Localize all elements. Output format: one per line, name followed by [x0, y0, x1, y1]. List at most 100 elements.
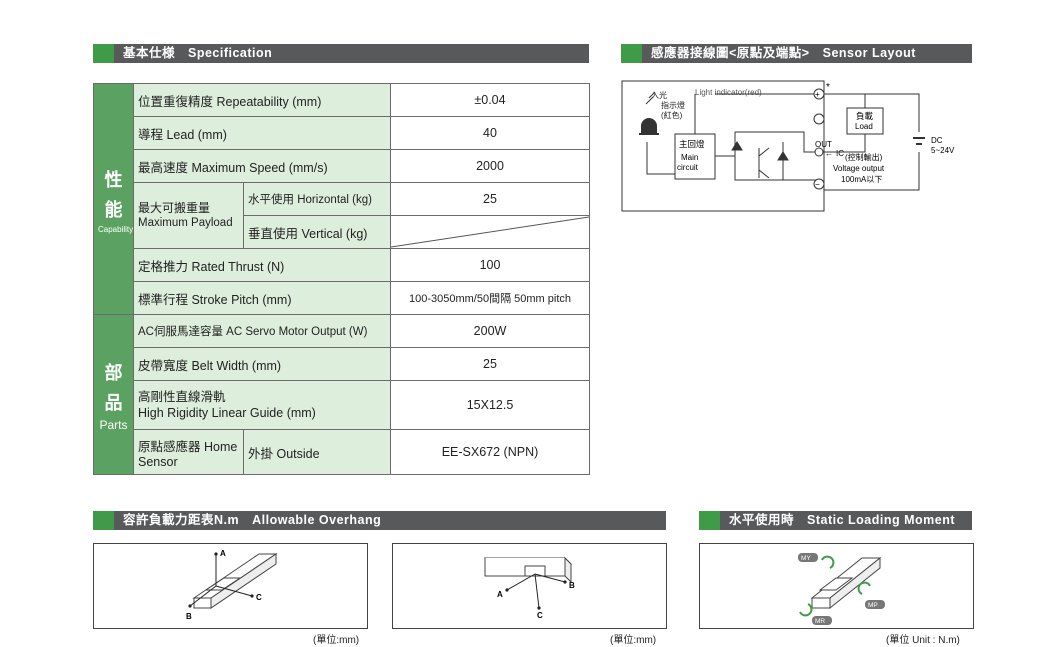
max-speed-label: 最高速度 Maximum Speed (mm/s): [133, 149, 391, 183]
stroke-label: 標準行程 Stroke Pitch (mm): [133, 281, 391, 315]
table-row: 原點感應器 Home Sensor 外掛 Outside EE-SX672 (N…: [94, 429, 590, 475]
overhang-diagram-2: A B C: [392, 543, 667, 629]
parts-zh-1: 部: [104, 362, 123, 383]
payload-vertical-value: [390, 215, 590, 249]
payload-vertical-label: 垂直使用 Vertical (kg): [243, 215, 391, 249]
table-row: 導程 Lead (mm) 40: [94, 116, 590, 150]
header-marker: [93, 511, 114, 530]
dc-text: DC: [931, 136, 943, 145]
motor-label: AC伺服馬達容量 AC Servo Motor Output (W): [133, 314, 391, 348]
led-icon: [639, 118, 659, 135]
thrust-value: 100: [390, 248, 590, 282]
payload-horizontal-label: 水平使用 Horizontal (kg): [243, 182, 391, 216]
guide-label-zh: 高剛性直線滑軌: [138, 390, 226, 404]
voltage-output-text: Voltage output: [833, 164, 885, 173]
payload-label: 最大可搬重量 Maximum Payload: [133, 182, 244, 249]
max-speed-value: 2000: [390, 149, 590, 183]
repeatability-label: 位置重復精度 Repeatability (mm): [133, 83, 391, 117]
guide-label-en: High Rigidity Linear Guide (mm): [138, 406, 316, 420]
parts-en: Parts: [99, 417, 128, 432]
slider-diagram-wall: A B C: [483, 556, 575, 620]
lead-label: 導程 Lead (mm): [133, 116, 391, 150]
control-out-text: (控制輸出): [845, 152, 883, 162]
guide-label: 高剛性直線滑軌 High Rigidity Linear Guide (mm): [133, 380, 391, 430]
home-sensor-label: 原點感應器 Home Sensor: [133, 429, 244, 475]
static-header-title: 水平使用時 Static Loading Moment: [729, 513, 956, 527]
table-row: 標準行程 Stroke Pitch (mm) 100-3050mm/50間隔 5…: [94, 281, 590, 315]
table-row: 垂直使用 Vertical (kg): [94, 215, 590, 249]
parts-side-label: 部 品 Parts: [93, 314, 134, 475]
label-mp: MP: [868, 602, 878, 609]
static-moment-diagram: MY MP MR: [699, 543, 974, 629]
table-row: 最大可搬重量 Maximum Payload 水平使用 Horizontal (…: [94, 182, 590, 249]
main-en1-text: Main: [681, 153, 698, 162]
sensor-wiring-diagram: Light indicator(red) 入光 指示燈 (紅色) 主回燈 Mai…: [621, 80, 955, 212]
load-zh-text: 負載: [856, 111, 874, 121]
spec-header-title: 基本仕様 Specification: [123, 46, 273, 60]
home-sensor-sub: 外掛 Outside: [243, 429, 391, 475]
home-sensor-value: EE-SX672 (NPN): [390, 429, 590, 475]
parts-zh-2: 品: [104, 392, 123, 413]
sensor-header: 感應器接線圖<原點及端點> Sensor Layout: [621, 44, 972, 63]
red-zh-text: (紅色): [661, 110, 683, 120]
label-c: C: [256, 593, 262, 602]
dc-range-text: 5~24V: [931, 146, 955, 155]
capability-side-label: 性 能 Capability: [93, 83, 134, 315]
ic-arrow-text: ←: [825, 149, 833, 158]
overhang-diagram-1: A B C: [93, 543, 368, 629]
capability-zh-2: 能: [104, 199, 123, 220]
unit-label-1: (單位:mm): [313, 635, 360, 646]
indicator-zh-text: 指示燈: [661, 100, 685, 110]
overhang-header-title: 容許負載力距表N.m Allowable Overhang: [123, 513, 382, 527]
minus-symbol: −: [815, 180, 820, 189]
thrust-label: 定格推力 Rated Thrust (N): [133, 248, 391, 282]
main-en2-text: circuit: [677, 163, 699, 172]
payload-horizontal-value: 25: [390, 182, 590, 216]
table-row: 部 品 Parts AC伺服馬達容量 AC Servo Motor Output…: [93, 314, 590, 475]
repeatability-value: ±0.04: [390, 83, 590, 117]
overhang-header: 容許負載力距表N.m Allowable Overhang: [93, 511, 666, 530]
label-b: B: [186, 612, 192, 621]
unit-label-2: (單位:mm): [610, 635, 657, 646]
payload-label-zh: 最大可搬重量: [138, 200, 211, 215]
slider-diagram-horizontal: A B C: [186, 549, 278, 621]
label-mr: MR: [815, 618, 825, 625]
plus-symbol: +: [815, 90, 820, 99]
table-row: 皮帶寬度 Belt Width (mm) 25: [94, 347, 590, 381]
lead-value: 40: [390, 116, 590, 150]
table-row: 定格推力 Rated Thrust (N) 100: [94, 248, 590, 282]
current-text: 100mA以下: [841, 175, 882, 184]
table-row: 最高速度 Maximum Speed (mm/s) 2000: [94, 149, 590, 183]
label-a: A: [220, 549, 226, 558]
payload-label-en: Maximum Payload: [138, 216, 233, 229]
capability-zh-1: 性: [104, 169, 123, 190]
label-my: MY: [801, 555, 811, 562]
diagonal-slash: [391, 216, 589, 248]
star-mark: *: [826, 82, 830, 93]
out-text: OUT: [815, 140, 832, 149]
table-row: 高剛性直線滑軌 High Rigidity Linear Guide (mm) …: [94, 380, 590, 430]
spec-header: 基本仕様 Specification: [93, 44, 589, 63]
moment-diagram: MY MP MR: [798, 553, 885, 625]
belt-value: 25: [390, 347, 590, 381]
label-a: A: [497, 590, 503, 599]
static-header: 水平使用時 Static Loading Moment: [699, 511, 972, 530]
in-light-text: 入光: [651, 90, 667, 100]
label-b: B: [569, 581, 575, 590]
sensor-header-title: 感應器接線圖<原點及端點> Sensor Layout: [651, 46, 916, 60]
load-en-text: Load: [855, 122, 873, 131]
belt-label: 皮帶寬度 Belt Width (mm): [133, 347, 391, 381]
header-marker: [699, 511, 720, 530]
ic-text: IC: [836, 149, 844, 158]
header-marker: [621, 44, 642, 63]
light-indicator-text: Light indicator(red): [695, 88, 762, 97]
header-marker: [93, 44, 114, 63]
capability-en: Capability: [98, 224, 134, 234]
stroke-value: 100-3050mm/50間隔 50mm pitch: [390, 281, 590, 315]
motor-value: 200W: [390, 314, 590, 348]
table-row: 性 能 Capability 位置重復精度 Repeatability (mm)…: [93, 83, 590, 315]
main-zh-text: 主回燈: [679, 139, 705, 149]
unit-label-nm: (單位 Unit : N.m): [886, 635, 960, 646]
label-c: C: [537, 611, 543, 620]
guide-value: 15X12.5: [390, 380, 590, 430]
